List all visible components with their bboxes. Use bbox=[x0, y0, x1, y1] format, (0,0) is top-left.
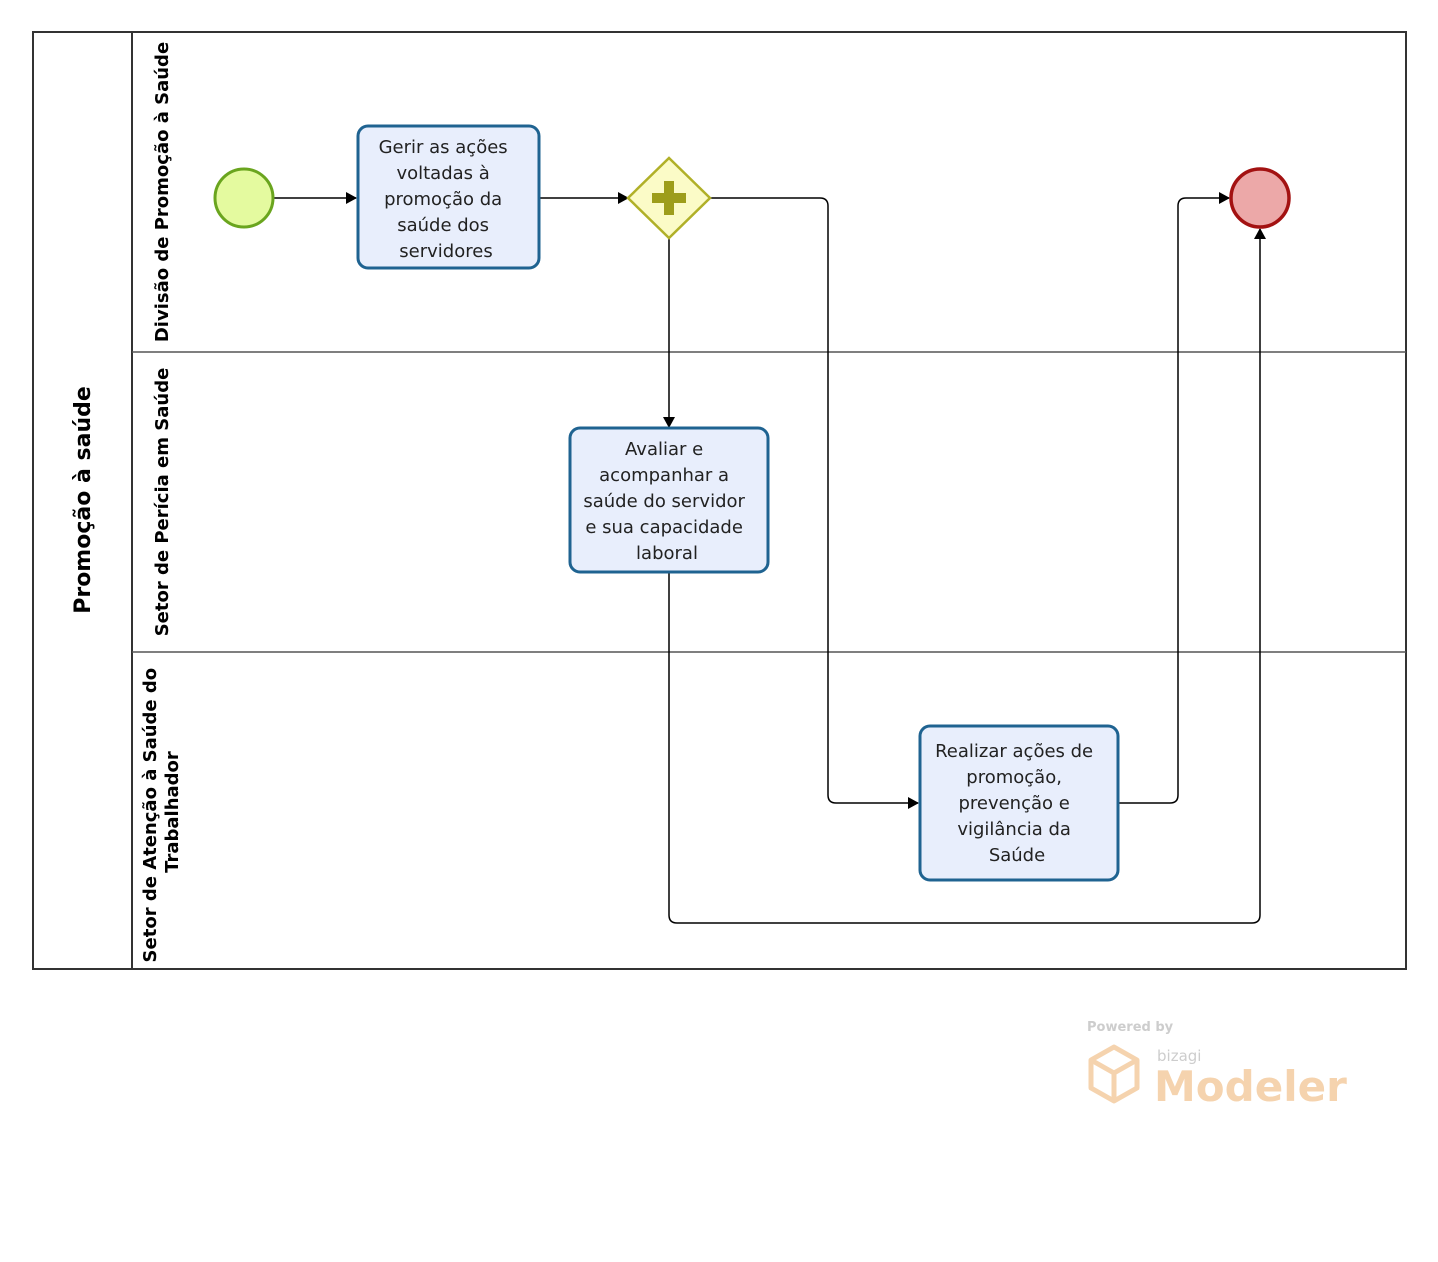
bizagi-brand-text: bizagi bbox=[1157, 1047, 1201, 1065]
task-label-line: laboral bbox=[636, 543, 698, 564]
bizagi-watermark: Powered by bizagi Modeler bbox=[1087, 1020, 1347, 1111]
pool: Promoção à saúde Divisão de Promoção à S… bbox=[32, 31, 1407, 970]
pool-border bbox=[32, 31, 1407, 970]
task-label: Avaliar e acompanhar a saúde do servidor… bbox=[583, 439, 750, 564]
task-label-line: saúde do servidor bbox=[583, 491, 745, 512]
task-box bbox=[356, 124, 541, 270]
plus-icon bbox=[652, 181, 686, 215]
pool-title: Promoção à saúde bbox=[71, 386, 96, 614]
task-label-line: e sua capacidade bbox=[585, 517, 743, 538]
modeler-text: Modeler bbox=[1154, 1062, 1347, 1111]
lane-label-atencao-line-1: Setor de Atenção à Saúde do bbox=[140, 668, 161, 963]
task-box bbox=[568, 426, 770, 574]
task-label-line: vigilância da bbox=[957, 819, 1071, 840]
lane-label-pericia: Setor de Perícia em Saúde bbox=[152, 368, 173, 637]
lane-label-atencao: Setor de Atenção à Saúde do Trabalhador bbox=[140, 662, 183, 963]
task-gerir-acoes[interactable]: Gerir as ações voltadas à promoção da sa… bbox=[356, 124, 541, 270]
flow-task3-to-end[interactable] bbox=[1118, 192, 1230, 804]
task-label-line: Gerir as ações bbox=[379, 137, 508, 158]
task-label: Realizar ações de promoção, prevenção e … bbox=[935, 741, 1099, 866]
task-label-line: Saúde bbox=[989, 845, 1045, 866]
task-avaliar-acompanhar[interactable]: Avaliar e acompanhar a saúde do servidor… bbox=[568, 426, 770, 574]
task-label-line: voltadas à bbox=[396, 163, 489, 184]
lane-label-promocao: Divisão de Promoção à Saúde bbox=[152, 42, 173, 342]
task-label-line: acompanhar a bbox=[599, 465, 729, 486]
task-label-line: saúde dos bbox=[397, 215, 489, 236]
task-label-line: promoção, bbox=[966, 767, 1062, 788]
end-event[interactable] bbox=[1229, 167, 1291, 229]
task-box bbox=[918, 724, 1120, 882]
flow-gateway-to-task3[interactable] bbox=[710, 197, 919, 809]
powered-by-text: Powered by bbox=[1087, 1020, 1174, 1035]
task-label-line: Realizar ações de bbox=[935, 741, 1093, 762]
parallel-gateway[interactable] bbox=[626, 156, 712, 240]
task-label-line: prevenção e bbox=[958, 793, 1069, 814]
task-label-line: servidores bbox=[399, 241, 492, 262]
lane-label-atencao-line-2: Trabalhador bbox=[162, 751, 183, 873]
task-label-line: Avaliar e bbox=[625, 439, 703, 460]
sequence-flows bbox=[273, 192, 1266, 924]
cube-logo-icon bbox=[1088, 1044, 1140, 1104]
flow-task2-to-end[interactable] bbox=[668, 228, 1266, 924]
task-label: Gerir as ações voltadas à promoção da sa… bbox=[379, 137, 514, 262]
task-label-line: promoção da bbox=[384, 189, 502, 210]
task-realizar-acoes[interactable]: Realizar ações de promoção, prevenção e … bbox=[918, 724, 1120, 882]
start-event[interactable] bbox=[213, 167, 275, 229]
